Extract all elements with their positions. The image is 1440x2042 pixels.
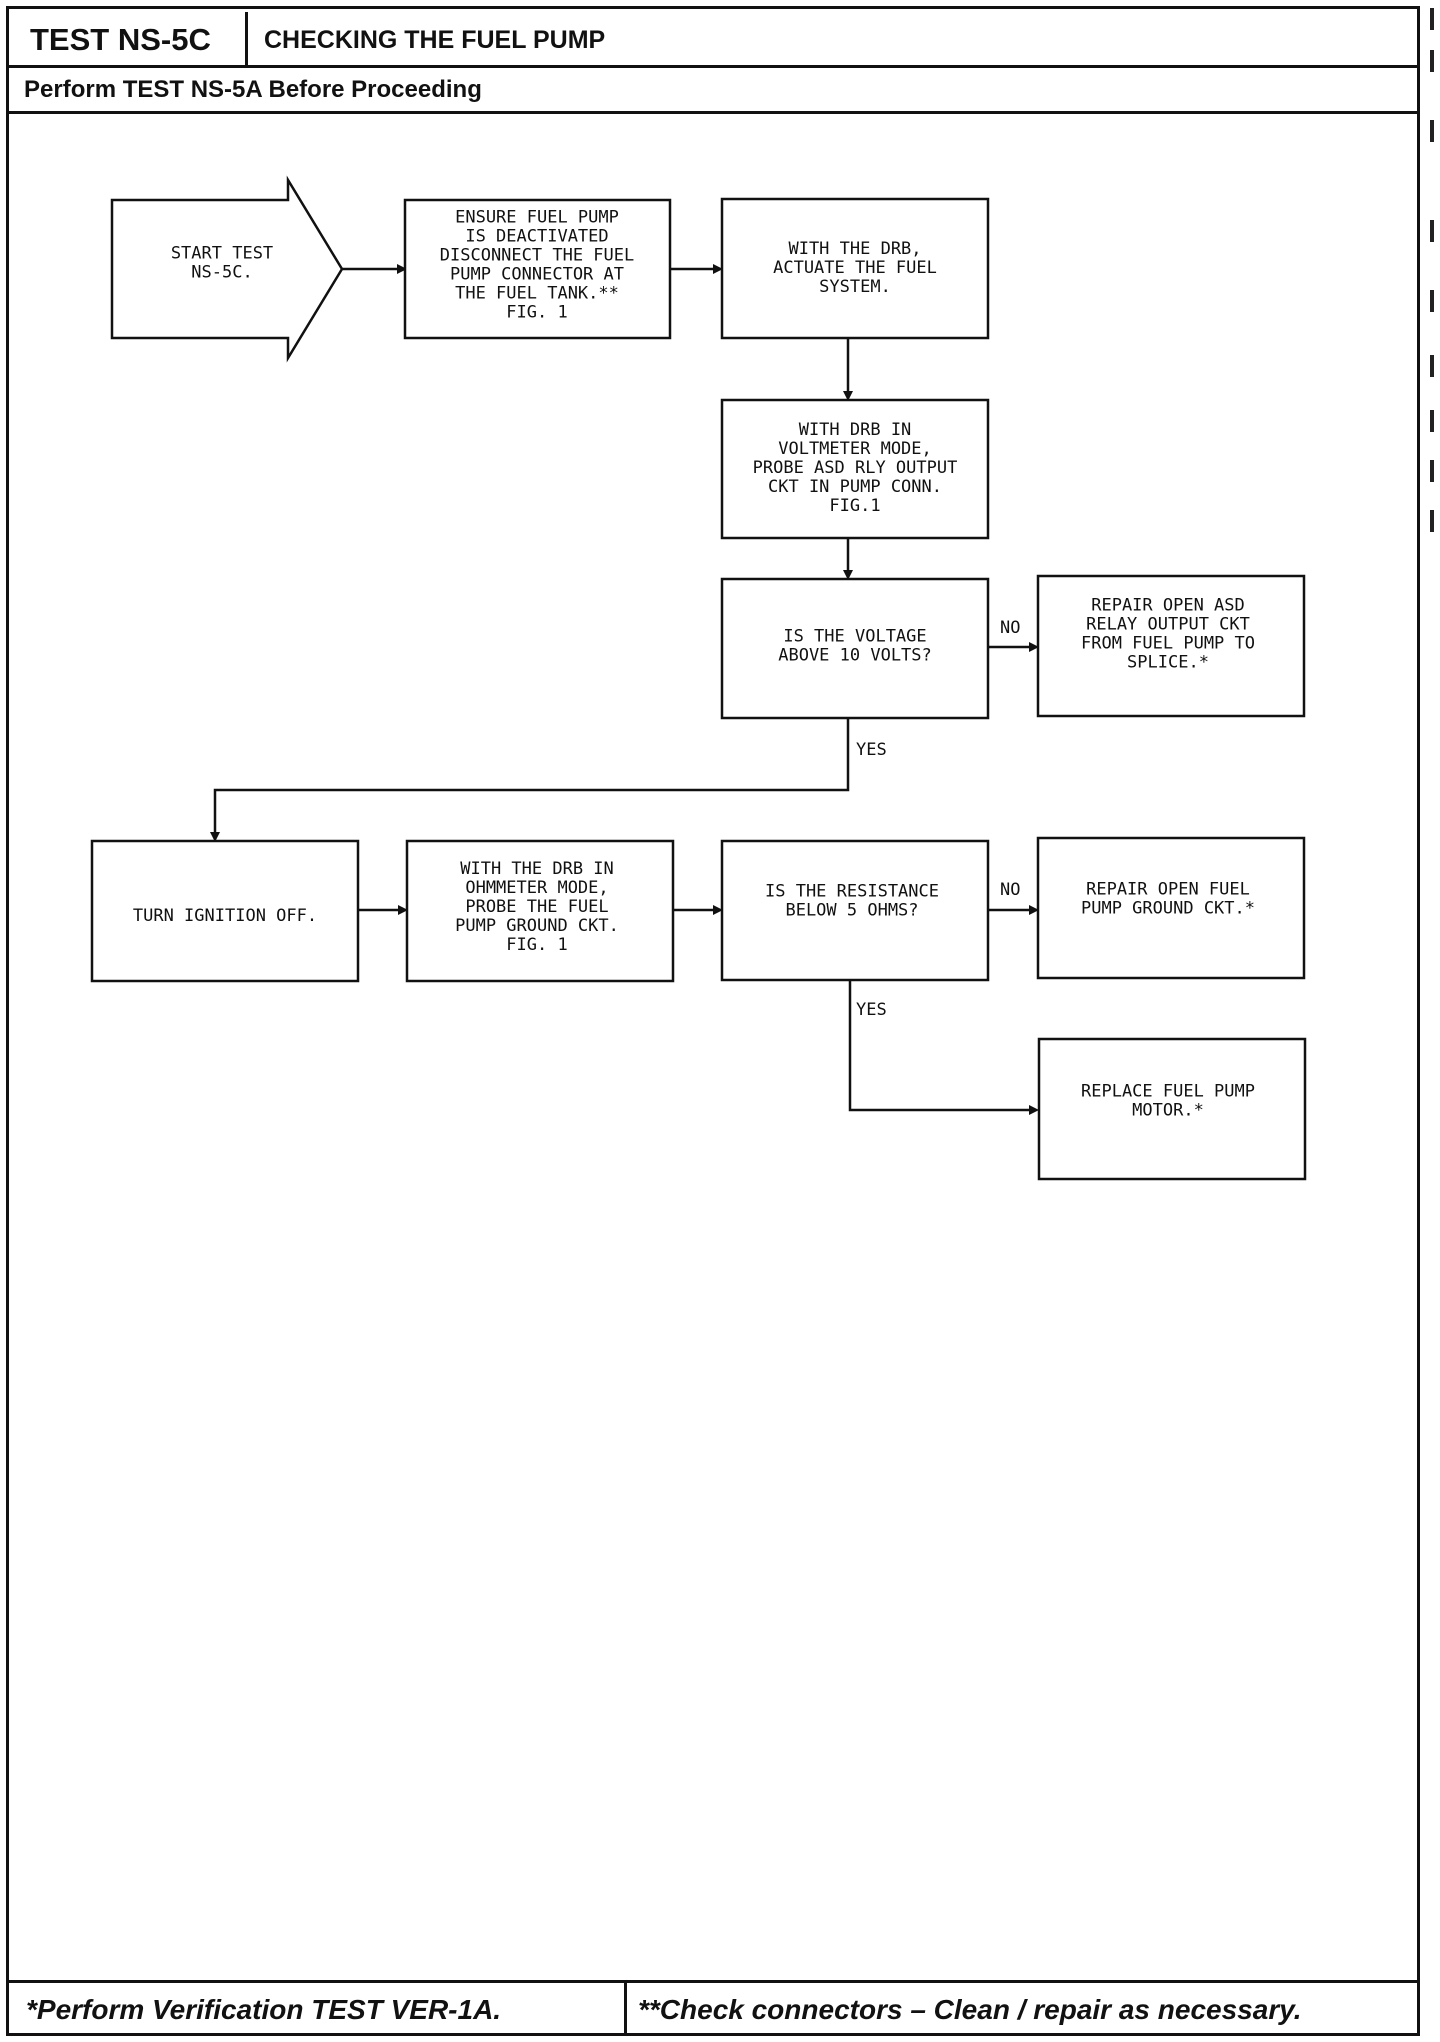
resistance-yes-label: YES [856,1000,887,1020]
box-text-line: DISCONNECT THE FUEL [440,246,634,266]
ohmmeter-probe-box [405,839,675,983]
prerequisite-note: Perform TEST NS-5A Before Proceeding [6,68,1420,114]
box-text-line: PUMP GROUND CKT.* [1081,899,1255,919]
box-text-line: IS THE RESISTANCE [765,882,939,902]
footer: *Perform Verification TEST VER-1A. **Che… [6,1980,1420,2036]
box-text-line: SPLICE.* [1127,653,1209,673]
box-text-line: BELOW 5 OHMS? [785,901,918,921]
box-text-line: THE FUEL TANK.** [455,284,619,304]
box-text-line: PUMP CONNECTOR AT [450,265,624,285]
test-title: CHECKING THE FUEL PUMP [264,26,606,54]
arrow-voltage-yes [213,718,850,836]
arrowhead [210,832,220,842]
test-id: TEST NS-5C [16,12,248,68]
box-text-line: FROM FUEL PUMP TO [1081,634,1255,654]
box-text-line: ABOVE 10 VOLTS? [778,646,932,666]
arrowhead [1029,642,1039,652]
ignition-off-text: TURN IGNITION OFF. [133,906,317,926]
repair-ground-box [1036,836,1306,980]
voltmeter-probe-box [720,398,990,540]
arrowhead [398,905,408,915]
box-text-line: REPLACE FUEL PUMP [1081,1082,1255,1102]
repair-asd-box [1036,574,1306,718]
box-text-line: IS THE VOLTAGE [783,627,926,647]
start-arrow [110,175,344,363]
box-text-line: WITH DRB IN [799,420,912,440]
box-text-line: PROBE THE FUEL [465,897,608,917]
arrowhead [713,905,723,915]
connectors [210,264,1039,1115]
arrowhead [843,570,853,580]
arrowhead [713,264,723,274]
box-text-line: OHMMETER MODE, [465,878,608,898]
footer-divider [624,1983,627,2036]
footnote-connectors: **Check connectors – Clean / repair as n… [638,1994,1302,2025]
arrowhead [397,264,407,274]
ignition-off-box [90,839,360,983]
voltage-yes-label: YES [856,740,887,760]
box-text-line: IS DEACTIVATED [465,227,608,247]
actuate-fuel-system-box [720,197,990,340]
box-text-line: FIG. 1 [506,303,567,323]
header: TEST NS-5C CHECKING THE FUEL PUMP [6,6,1420,68]
arrowhead [1029,905,1039,915]
box-text-line: WITH THE DRB, [788,239,921,259]
box-text-line: PUMP GROUND CKT. [455,916,619,936]
box-text-line: TURN IGNITION OFF. [133,906,317,926]
voltage-question-box [720,577,990,720]
box-text-line: SYSTEM. [819,277,891,297]
arrow-resistance-yes [848,980,1032,1112]
box-text-line: CKT IN PUMP CONN. [768,477,942,497]
box-text-line: REPAIR OPEN ASD [1091,596,1245,616]
replace-pump-box [1037,1037,1307,1181]
footnote-verification: *Perform Verification TEST VER-1A. [26,1994,502,2025]
box-text-line: START TEST [171,244,273,264]
voltage-no-label: NO [1000,618,1020,638]
box-text-line: MOTOR.* [1132,1101,1204,1121]
arrowhead [843,391,853,401]
box-text-line: FIG. 1 [506,935,567,955]
resistance-question-box [720,839,990,982]
ensure-deactivated-box [403,198,672,340]
page-edge-marks [1428,0,1440,600]
box-text-line: WITH THE DRB IN [460,859,614,879]
box-text-line: NS-5C. [191,263,252,283]
box-text-line: PROBE ASD RLY OUTPUT [753,458,958,478]
box-text-line: REPAIR OPEN FUEL [1086,880,1250,900]
box-text-line: ENSURE FUEL PUMP [455,208,619,228]
box-text-line: VOLTMETER MODE, [778,439,932,459]
page-frame [6,6,1420,2036]
box-text-line: FIG.1 [829,496,880,516]
box-text-line: RELAY OUTPUT CKT [1086,615,1250,635]
box-text-line: ACTUATE THE FUEL [773,258,937,278]
arrowhead [1029,1105,1039,1115]
resistance-no-label: NO [1000,880,1020,900]
